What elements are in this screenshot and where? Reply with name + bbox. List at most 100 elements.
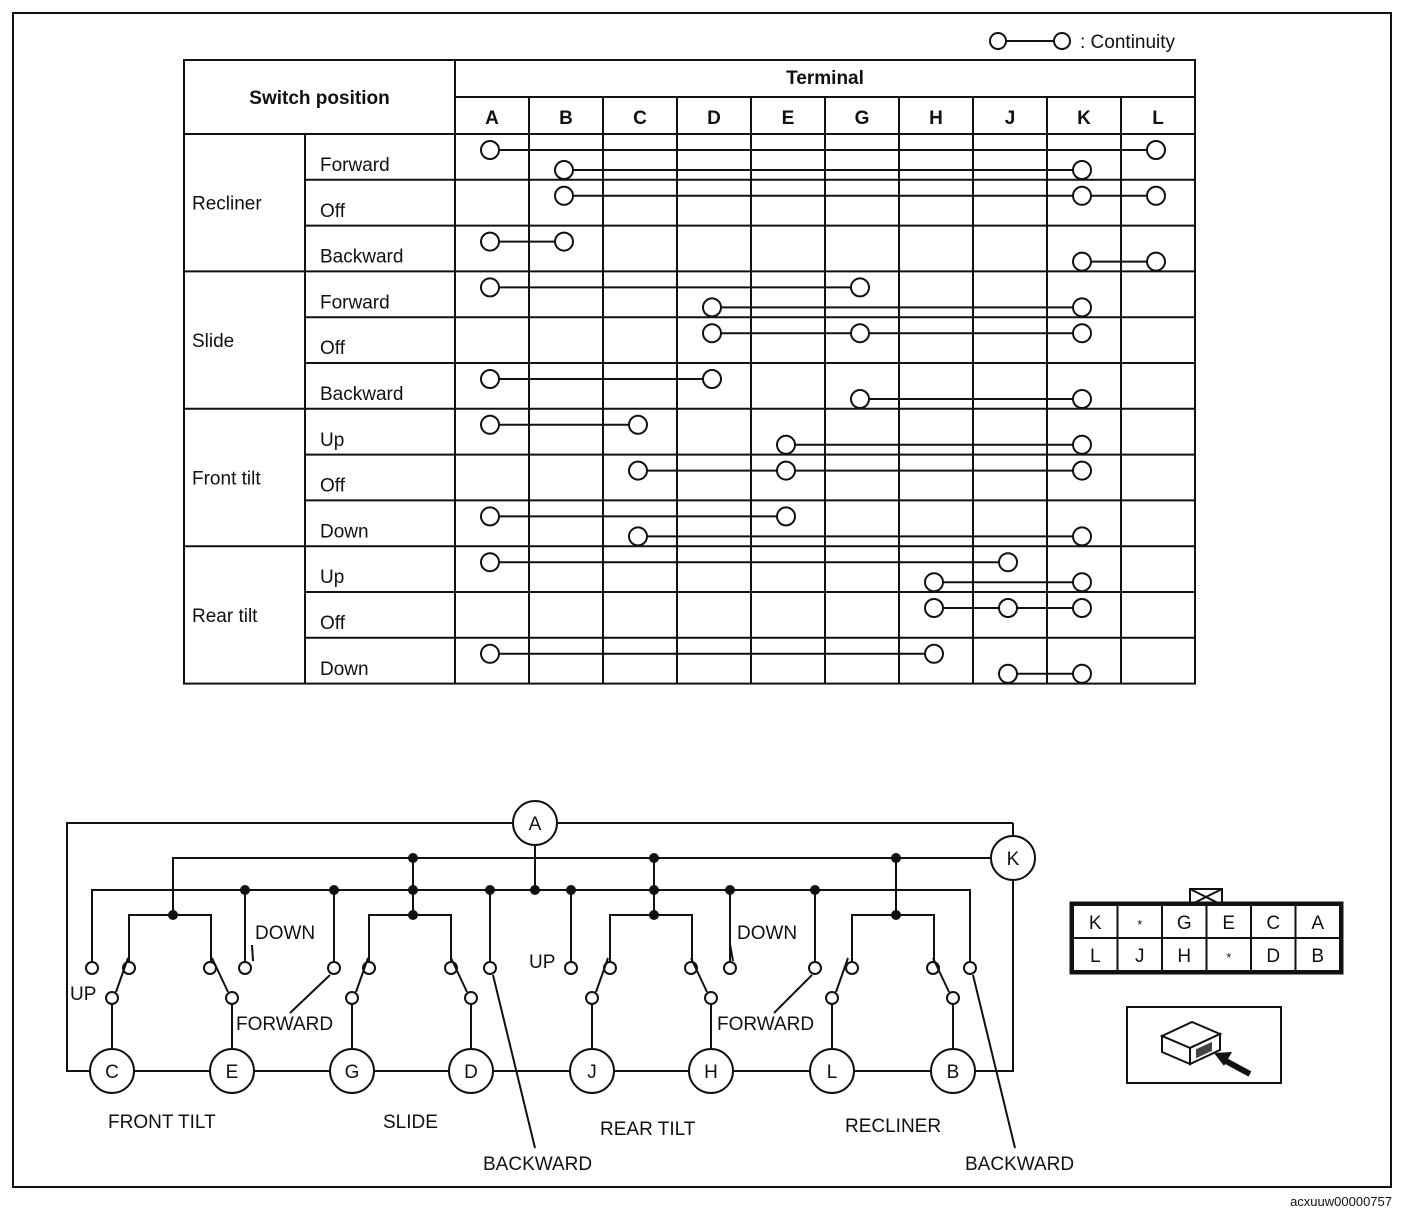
continuity-node — [628, 460, 648, 481]
junction-dot — [725, 885, 735, 895]
label-forward-right: FORWARD — [717, 1014, 814, 1035]
position-label: Off — [320, 201, 346, 222]
pin-cell — [1250, 937, 1297, 972]
contact-terminal — [483, 961, 497, 975]
continuity-node — [1072, 434, 1092, 455]
junction-dot — [329, 885, 339, 895]
switch-lever — [690, 957, 708, 993]
continuity-node — [702, 369, 722, 389]
junction-dot — [649, 853, 659, 863]
terminal-header-D: D — [707, 108, 721, 129]
pin-label: B — [1311, 946, 1324, 967]
label-backward-right: BACKWARD — [965, 1154, 1074, 1175]
outer-loop-wire — [66, 822, 512, 1072]
terminal-header-K: K — [1077, 108, 1091, 129]
insert-arrow-shaft — [1222, 1057, 1252, 1077]
pin-cell — [1294, 937, 1341, 972]
terminal-A — [512, 800, 558, 846]
position-label: Off — [320, 338, 346, 359]
contact-terminal — [85, 961, 99, 975]
label-slide: SLIDE — [383, 1112, 438, 1133]
continuity-node — [702, 323, 722, 344]
contact-terminal — [704, 991, 718, 1005]
junction-dot — [891, 853, 901, 863]
switch-lever — [115, 957, 129, 993]
leader-backward-center — [492, 974, 536, 1149]
label-front-tilt: FRONT TILT — [108, 1112, 216, 1133]
terminal-L-label: L — [827, 1062, 838, 1083]
position-label: Up — [320, 430, 344, 451]
terminal-H-label: H — [704, 1062, 718, 1083]
leader-down-right — [729, 943, 734, 962]
continuity-legend: : Continuity — [989, 32, 1176, 53]
contact-terminal — [808, 961, 822, 975]
label-up-left: UP — [70, 984, 96, 1005]
terminal-D-label: D — [464, 1062, 478, 1083]
continuity-node — [924, 572, 944, 593]
terminal-header-G: G — [855, 108, 870, 129]
junction-dot — [240, 885, 250, 895]
continuity-node — [924, 643, 944, 664]
terminal-C — [89, 1048, 135, 1094]
terminal-B — [930, 1048, 976, 1094]
position-label: Down — [320, 659, 369, 680]
pin-label: A — [1311, 913, 1324, 934]
position-label: Off — [320, 613, 346, 634]
terminal-header-J: J — [1005, 108, 1016, 129]
terminal-H — [688, 1048, 734, 1094]
right-loop-wire — [977, 881, 1014, 1072]
contact-terminal — [225, 991, 239, 1005]
legend-circle-left — [989, 32, 1007, 50]
terminal-B-label: B — [947, 1062, 960, 1083]
common-branch — [609, 914, 693, 962]
pin-label: D — [1266, 946, 1280, 967]
legend-circle-right — [1053, 32, 1071, 50]
terminal-E — [209, 1048, 255, 1094]
switch-lever — [355, 957, 369, 993]
switch-circuit — [66, 822, 1016, 1149]
group-label: Rear tilt — [192, 606, 258, 627]
position-label: Down — [320, 521, 369, 542]
continuity-node — [480, 231, 500, 252]
contact-terminal — [845, 961, 859, 975]
terminal-header-B: B — [559, 108, 573, 129]
continuity-node — [702, 297, 722, 318]
terminal-A-label: A — [529, 814, 542, 835]
terminal-L — [809, 1048, 855, 1094]
continuity-node — [554, 185, 574, 206]
position-label: Backward — [320, 384, 403, 405]
diagram-frame — [12, 12, 1392, 1188]
group-label: Front tilt — [192, 469, 261, 490]
continuity-node — [776, 460, 796, 481]
continuity-node — [480, 552, 500, 573]
contact-terminal — [963, 961, 977, 975]
common-branch — [128, 914, 212, 962]
switch-lever — [450, 957, 468, 993]
common-branch — [851, 914, 935, 962]
image-code: acxuuw00000757 — [1290, 1194, 1392, 1209]
continuity-node — [998, 663, 1018, 684]
pin-label: * — [1137, 917, 1142, 932]
terminal-D — [448, 1048, 494, 1094]
terminal-K — [990, 835, 1036, 881]
continuity-node — [480, 643, 500, 664]
label-recliner: RECLINER — [845, 1116, 941, 1137]
continuity-node — [1072, 297, 1092, 318]
junction-dot — [530, 885, 540, 895]
group-label: Recliner — [192, 194, 262, 215]
continuity-node — [1072, 323, 1092, 344]
contact-terminal — [585, 991, 599, 1005]
terminal-G — [329, 1048, 375, 1094]
junction-dot — [810, 885, 820, 895]
continuity-node — [480, 506, 500, 527]
terminal-header-H: H — [929, 108, 943, 129]
legend-text: : Continuity — [1080, 32, 1176, 53]
position-label: Forward — [320, 292, 390, 313]
continuity-node — [1146, 251, 1166, 272]
position-label: Backward — [320, 247, 403, 268]
contact-terminal — [327, 961, 341, 975]
pin-cell — [1205, 937, 1252, 972]
continuity-node — [628, 526, 648, 547]
